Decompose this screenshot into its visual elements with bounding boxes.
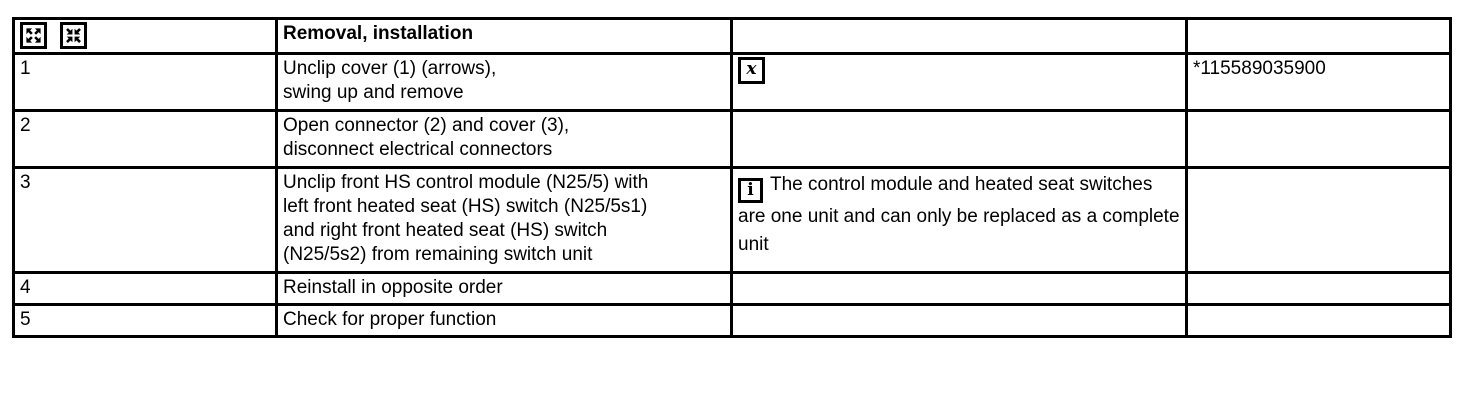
table-row: 3 Unclip front HS control module (N25/5)… <box>12 166 1452 274</box>
part-number-cell: *115589035900 <box>1185 52 1452 112</box>
description-line: Unclip cover (1) (arrows), <box>283 58 497 79</box>
step-description-cell: Check for proper function <box>275 303 733 338</box>
collapse-arrows-icon[interactable] <box>60 22 87 49</box>
step-number-cell: 5 <box>12 303 278 338</box>
step-number-cell: 4 <box>12 271 278 306</box>
header-cell-icons <box>12 17 278 55</box>
part-number-cell <box>1185 166 1452 274</box>
removal-installation-table: Removal, installation 1 Unclip cover (1)… <box>12 17 1452 338</box>
note-text: The control module and heated seat switc… <box>738 174 1180 255</box>
description-line: Check for proper function <box>283 309 497 330</box>
part-number-cell <box>1185 303 1452 338</box>
info-glyph: i <box>747 180 754 200</box>
part-number: *115589035900 <box>1193 58 1326 79</box>
note-cell <box>730 271 1188 306</box>
step-number: 2 <box>20 115 31 136</box>
table-row: 4 Reinstall in opposite order <box>12 271 1452 306</box>
header-cell-note <box>730 17 1188 55</box>
description-line: swing up and remove <box>283 82 464 103</box>
step-number-cell: 1 <box>12 52 278 112</box>
table-row: 5 Check for proper function <box>12 303 1452 338</box>
description-line: disconnect electrical connectors <box>283 139 553 160</box>
table-row: 2 Open connector (2) and cover (3), disc… <box>12 109 1452 169</box>
step-description-cell: Open connector (2) and cover (3), discon… <box>275 109 733 169</box>
description-line: and right front heated seat (HS) switch <box>283 220 608 241</box>
info-icon: i <box>738 178 763 203</box>
header-icon-group <box>20 22 270 49</box>
description-line: Open connector (2) and cover (3), <box>283 115 570 136</box>
step-number: 5 <box>20 309 31 330</box>
part-number-cell <box>1185 109 1452 169</box>
page-title: Removal, installation <box>283 23 474 44</box>
step-number: 4 <box>20 277 31 298</box>
table-row: 1 Unclip cover (1) (arrows), swing up an… <box>12 52 1452 112</box>
step-number: 1 <box>20 58 31 79</box>
step-number-cell: 2 <box>12 109 278 169</box>
note-cell: x <box>730 52 1188 112</box>
special-tool-glyph: x <box>746 59 757 79</box>
note-cell <box>730 303 1188 338</box>
part-number-cell <box>1185 271 1452 306</box>
header-cell-title: Removal, installation <box>275 17 733 55</box>
description-line: (N25/5s2) from remaining switch unit <box>283 244 593 265</box>
step-description-cell: Unclip front HS control module (N25/5) w… <box>275 166 733 274</box>
table-header-row: Removal, installation <box>12 17 1452 55</box>
step-number-cell: 3 <box>12 166 278 274</box>
description-line: Unclip front HS control module (N25/5) w… <box>283 172 649 193</box>
description-line: left front heated seat (HS) switch (N25/… <box>283 196 648 217</box>
header-cell-part <box>1185 17 1452 55</box>
expand-arrows-icon[interactable] <box>20 22 47 49</box>
note-cell <box>730 109 1188 169</box>
description-line: Reinstall in opposite order <box>283 277 503 298</box>
step-description-cell: Unclip cover (1) (arrows), swing up and … <box>275 52 733 112</box>
step-description-cell: Reinstall in opposite order <box>275 271 733 306</box>
step-number: 3 <box>20 172 31 193</box>
special-tool-icon: x <box>738 57 765 84</box>
